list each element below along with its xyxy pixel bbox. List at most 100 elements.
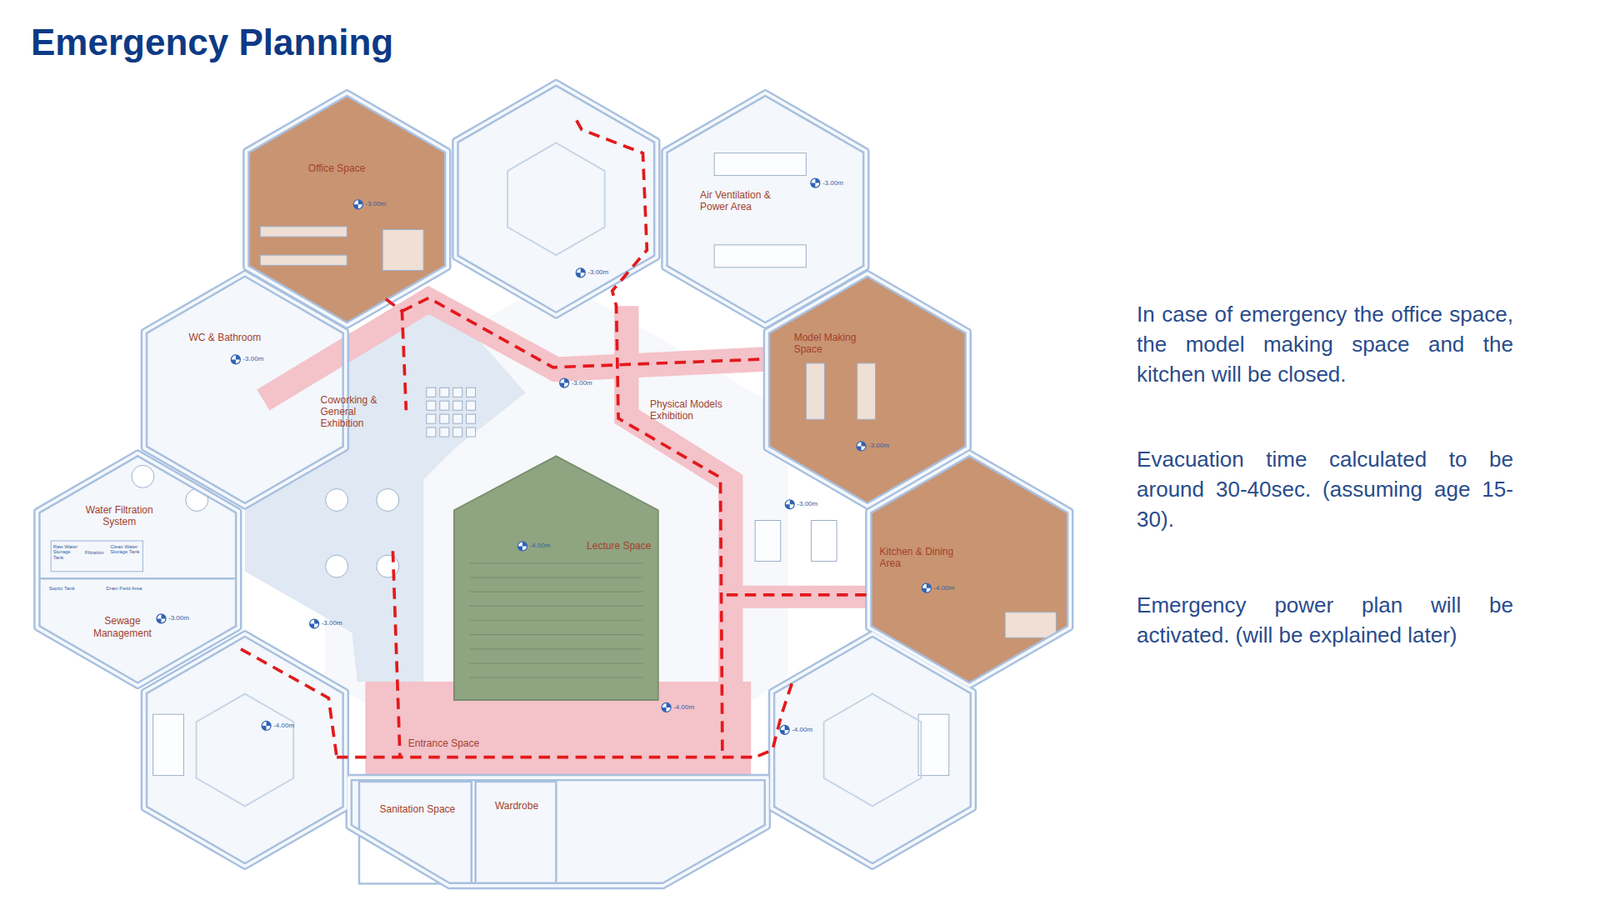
note-paragraph: Evacuation time calculated to be around … bbox=[1136, 444, 1514, 535]
evacuation-route bbox=[576, 120, 723, 757]
level-marker: -3.00m bbox=[868, 442, 890, 450]
level-marker: -3.00m bbox=[321, 620, 343, 628]
room-name: WC & Bathroom bbox=[189, 331, 262, 344]
furniture bbox=[260, 255, 347, 265]
level-symbol bbox=[230, 355, 240, 365]
level-marker: -3.00m bbox=[822, 180, 844, 188]
furniture bbox=[426, 414, 436, 424]
hex-wall bbox=[144, 273, 346, 506]
level-symbol bbox=[810, 178, 820, 188]
room-label-box: Office Space bbox=[308, 162, 365, 175]
room-divider bbox=[475, 781, 557, 884]
note-paragraph: Emergency power plan will be activated. … bbox=[1136, 590, 1514, 650]
room-name: Water Filtration System bbox=[75, 504, 163, 529]
level-marker: -4.00m bbox=[673, 704, 695, 712]
furniture bbox=[453, 387, 463, 397]
seat-row bbox=[469, 576, 643, 578]
hex-wall bbox=[771, 633, 974, 866]
furniture bbox=[260, 226, 347, 237]
corridor-band bbox=[730, 585, 869, 609]
equipment-label: Raw Water Storage Tank bbox=[53, 544, 82, 561]
room-name: Physical Models Exhibition bbox=[650, 398, 732, 423]
evacuation-route bbox=[392, 550, 400, 757]
room-name: Air Ventilation & Power Area bbox=[700, 189, 787, 214]
level-marker: -3.00m bbox=[168, 615, 190, 623]
furniture bbox=[857, 363, 876, 420]
round-table bbox=[131, 465, 155, 488]
inner-hexagon bbox=[507, 142, 605, 255]
level-marker: -3.00m bbox=[587, 269, 609, 277]
furniture bbox=[453, 427, 463, 437]
room-divider bbox=[39, 577, 238, 580]
room-name: Coworking & General Exhibition bbox=[320, 394, 387, 430]
seat-row bbox=[469, 634, 643, 635]
equipment-label: Septic Tank bbox=[49, 585, 100, 592]
furniture bbox=[440, 414, 450, 424]
round-table bbox=[325, 555, 349, 578]
furniture bbox=[714, 245, 806, 268]
furniture bbox=[805, 363, 825, 420]
evacuation-route bbox=[240, 649, 337, 758]
room-name: Sanitation Space bbox=[380, 803, 456, 815]
room-label-box: Water Filtration System bbox=[75, 504, 163, 529]
page-title: Emergency Planning bbox=[30, 21, 394, 64]
level-marker: -4.00m bbox=[273, 722, 295, 730]
hex-wall bbox=[771, 633, 974, 866]
room-label-box: Air Ventilation & Power Area bbox=[700, 189, 787, 214]
room-label-box: Physical Models Exhibition bbox=[650, 398, 732, 423]
room-label-box: WC & Bathroom bbox=[189, 331, 262, 344]
level-symbol bbox=[353, 200, 363, 210]
furniture bbox=[426, 387, 436, 397]
level-symbol bbox=[780, 725, 790, 735]
furniture bbox=[440, 387, 450, 397]
hex-wall bbox=[36, 453, 239, 686]
level-marker: -4.00m bbox=[791, 726, 813, 735]
level-symbol bbox=[856, 441, 866, 451]
level-marker: -3.00m bbox=[796, 500, 818, 509]
furniture bbox=[466, 427, 476, 437]
seat-row bbox=[469, 648, 643, 650]
level-symbol bbox=[560, 378, 570, 388]
room-name: Wardrobe bbox=[495, 800, 539, 812]
room-label-box: Kitchen & Dining Area bbox=[880, 545, 962, 570]
evacuation-route bbox=[722, 593, 867, 597]
room-name: Lecture Space bbox=[586, 540, 651, 552]
round-table bbox=[325, 489, 349, 512]
hex-wall bbox=[868, 453, 1070, 686]
furniture bbox=[153, 714, 185, 775]
seat-row bbox=[469, 676, 643, 678]
hex-wall bbox=[455, 82, 657, 315]
level-symbol bbox=[785, 500, 795, 510]
evacuation-route bbox=[336, 755, 755, 760]
round-table bbox=[376, 489, 400, 512]
hex-wall bbox=[349, 777, 768, 886]
seat-row bbox=[469, 620, 643, 621]
level-marker: -3.00m bbox=[365, 200, 386, 209]
furniture bbox=[466, 414, 476, 424]
room-hexagon bbox=[455, 82, 657, 315]
seat-row bbox=[469, 662, 643, 664]
furniture bbox=[426, 427, 436, 437]
furniture bbox=[755, 520, 781, 561]
level-symbol bbox=[156, 614, 166, 624]
furniture bbox=[440, 427, 450, 437]
room-label-box: Coworking & General Exhibition bbox=[320, 394, 387, 430]
hex-wall bbox=[349, 777, 768, 886]
room-name: Sewage Management bbox=[81, 615, 164, 640]
level-symbol bbox=[310, 619, 320, 629]
room-label-box: Model Making Space bbox=[794, 331, 866, 356]
tank-frame bbox=[50, 540, 143, 572]
room-label-box: Entrance Space bbox=[408, 737, 480, 750]
seat-row bbox=[469, 591, 643, 593]
furniture bbox=[466, 387, 476, 397]
furniture bbox=[918, 714, 950, 775]
furniture bbox=[426, 400, 436, 410]
room-name: Office Space bbox=[308, 162, 365, 175]
hex-wall bbox=[144, 633, 346, 866]
room-label-box: Wardrobe bbox=[495, 800, 539, 812]
room-label-box: Lecture Space bbox=[586, 540, 651, 552]
level-symbol bbox=[517, 541, 527, 551]
lecture-floor bbox=[454, 455, 659, 700]
note-paragraph: In case of emergency the office space, t… bbox=[1136, 299, 1514, 390]
